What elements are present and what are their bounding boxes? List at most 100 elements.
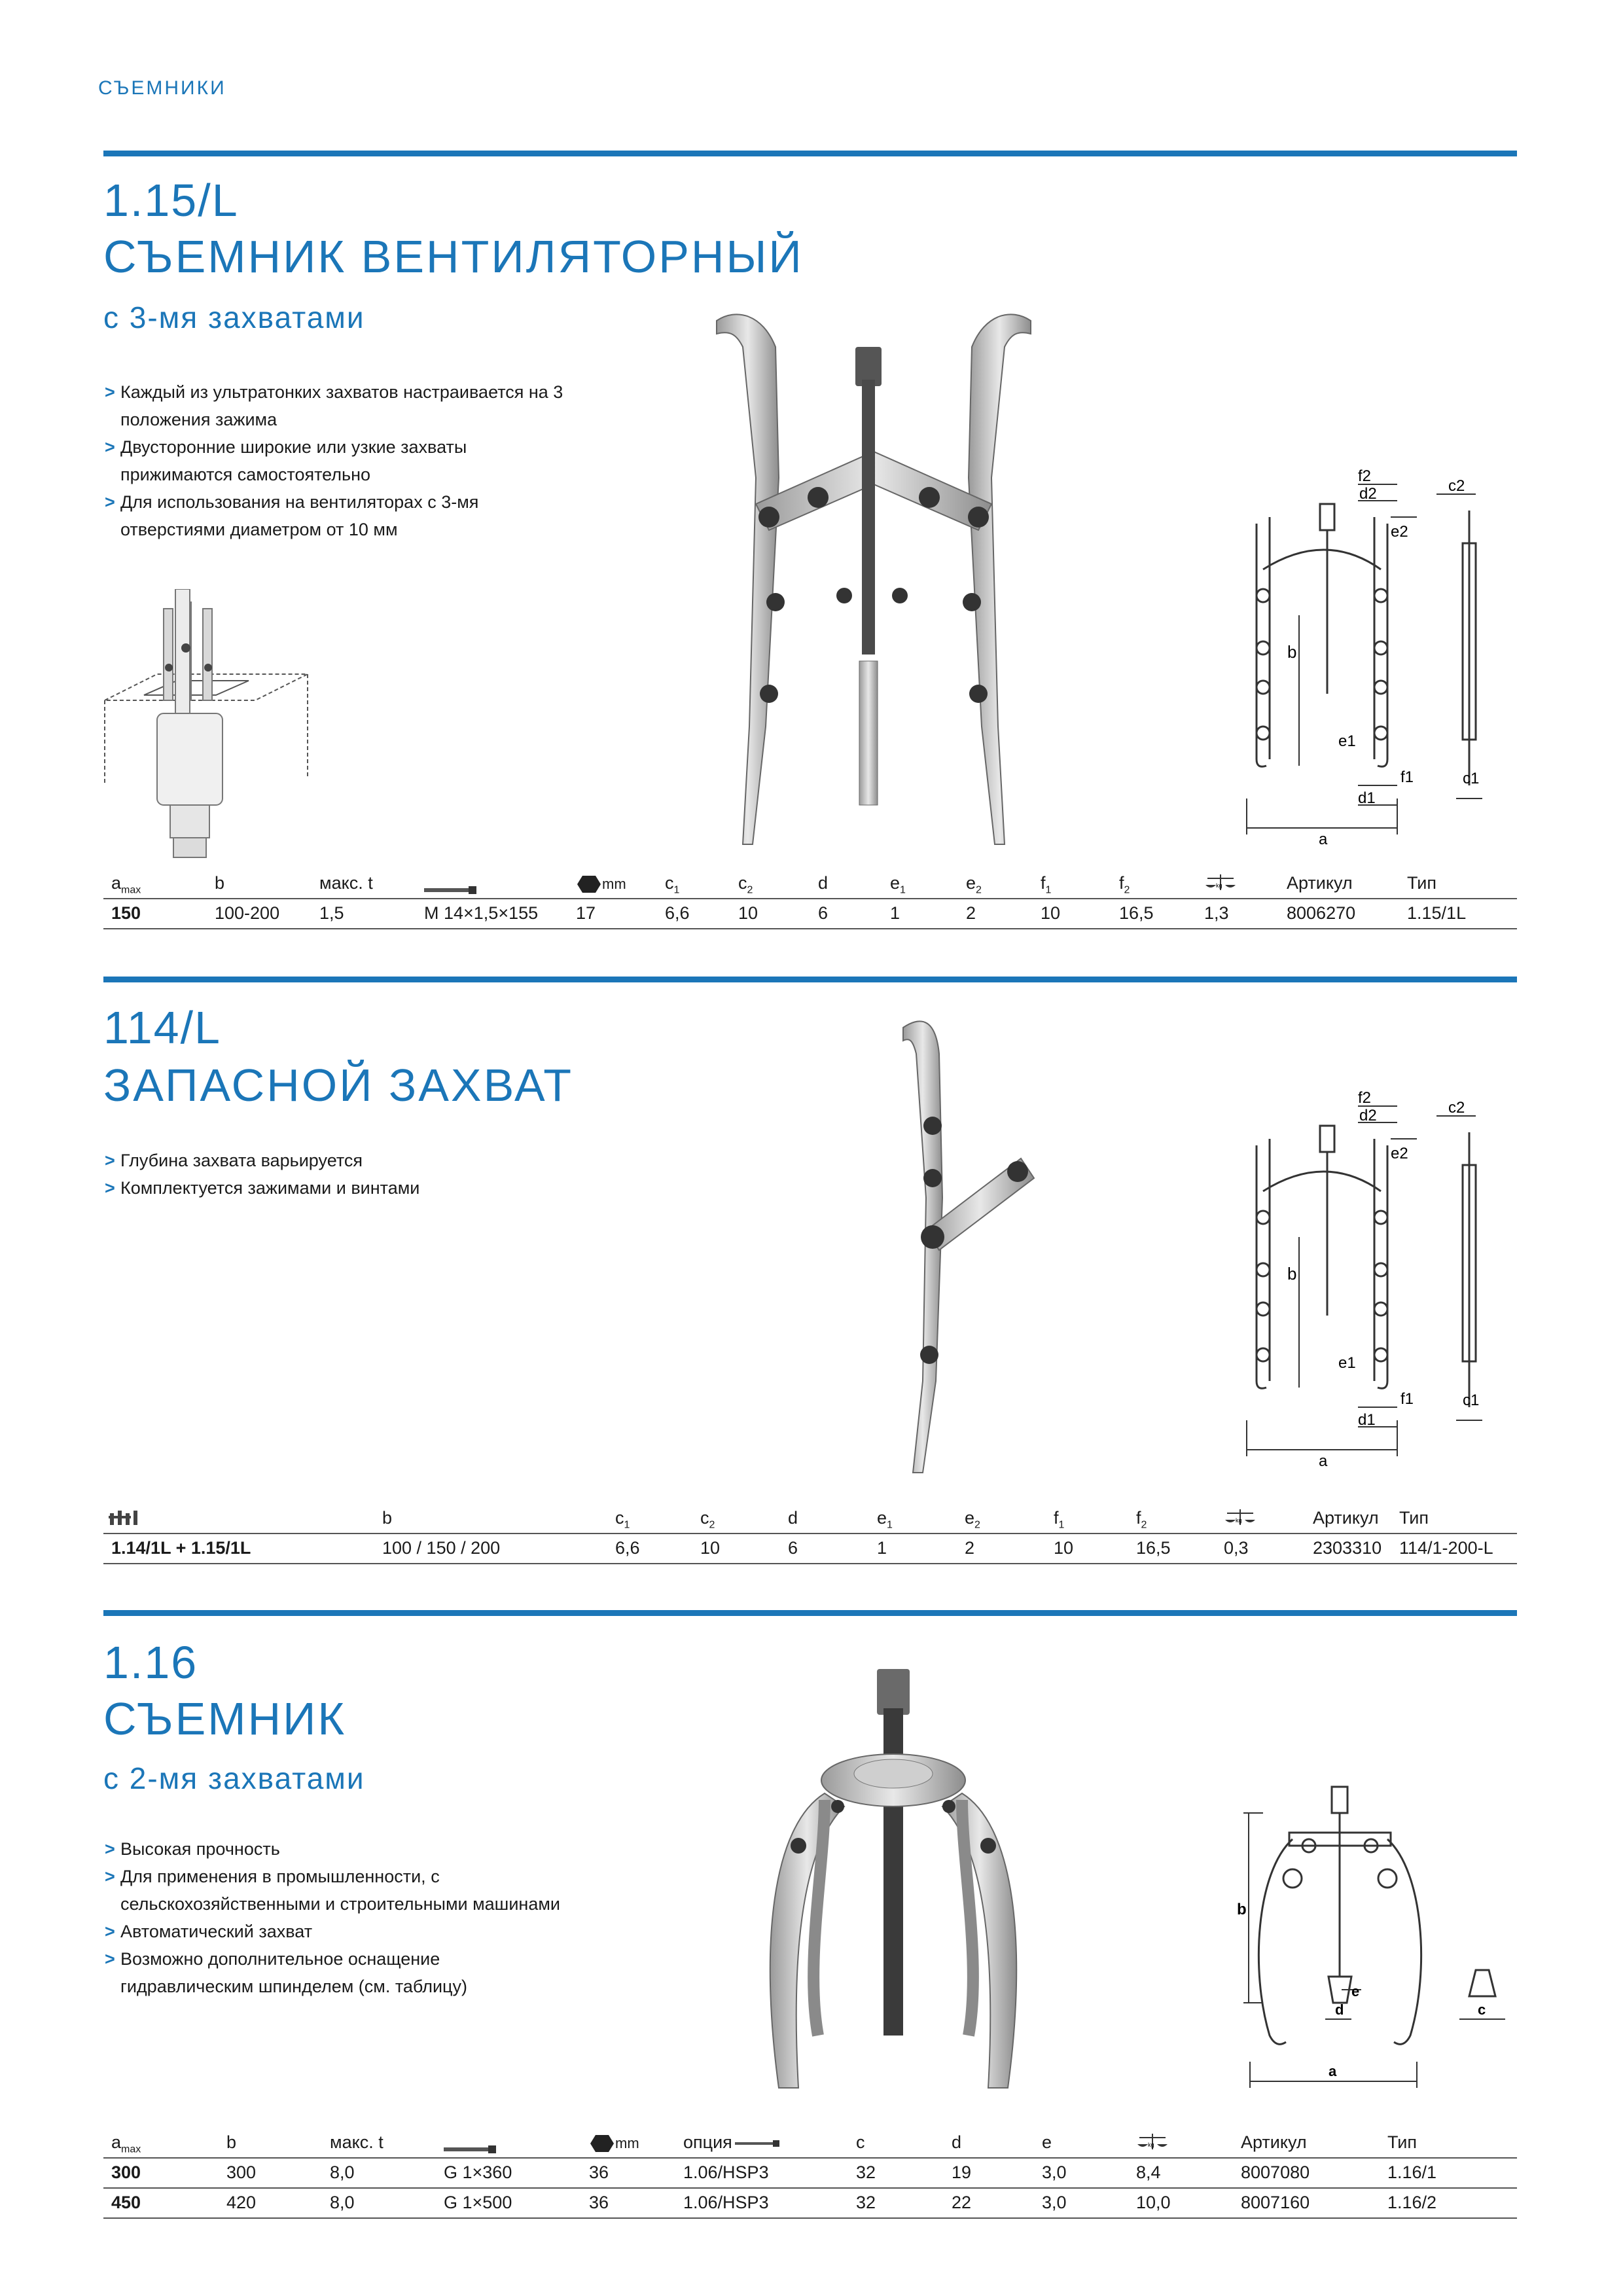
table-row: 1.14/1L + 1.15/1L 100 / 150 / 200 6,6 10…	[103, 1534, 1517, 1564]
dim-d1-label: d1	[1358, 1411, 1376, 1429]
dim-b-label: b	[1237, 1901, 1247, 1918]
table-row: 300 300 8,0 G 1×360 36 1.06/HSP3 32 19 3…	[103, 2159, 1517, 2189]
col-header: f1	[1041, 873, 1052, 896]
section-number: 1.16	[103, 1637, 198, 1688]
col-header: b	[382, 1508, 393, 1528]
dim-d2-label: d2	[1359, 485, 1377, 503]
dim-e-label: e	[1351, 1983, 1359, 2000]
col-header: b	[226, 2132, 237, 2152]
dim-c1-label: c1	[1463, 770, 1479, 787]
feature-list: Глубина захвата варьируется Комплектуетс…	[105, 1147, 576, 1202]
spec-table-3: amax b макс. t mm опция c d e kg Артикул…	[103, 2128, 1517, 2219]
col-header: Артикул	[1287, 873, 1353, 893]
dim-d-label: d	[1335, 2001, 1344, 2018]
dim-c1-label: c1	[1463, 1391, 1479, 1409]
feature-item: Комплектуется зажимами и винтами	[105, 1174, 576, 1202]
col-header: e1	[877, 1508, 893, 1531]
feature-item: Для применения в промышленности, с сельс…	[105, 1863, 576, 1918]
col-header: Тип	[1399, 1508, 1429, 1528]
col-header: опция	[683, 2132, 781, 2153]
feature-item: Возможно дополнительное оснащение гидрав…	[105, 1945, 576, 2000]
dim-e2-label: e2	[1391, 523, 1408, 541]
dim-c-label: c	[1478, 2001, 1486, 2018]
dim-e2-label: e2	[1391, 1145, 1408, 1162]
dim-a-label: a	[1319, 831, 1328, 848]
col-header: c2	[700, 1508, 715, 1531]
col-header: макс. t	[330, 2132, 383, 2152]
table-header-row: b c1 c2 d e1 e2 f1 f2 kg Артикул Тип	[103, 1504, 1517, 1534]
dim-f1-label: f1	[1400, 1390, 1414, 1408]
col-header: f2	[1136, 1508, 1147, 1531]
two-jaw-puller-photo	[769, 1669, 1018, 2089]
dim-b-label: b	[1287, 642, 1296, 662]
col-header: Артикул	[1241, 2132, 1307, 2152]
weight-scale-icon: kg	[1136, 2132, 1169, 2155]
col-header: e2	[965, 1508, 980, 1531]
svg-text:kg: kg	[1236, 1517, 1242, 1524]
section-divider	[103, 977, 1517, 982]
col-header: Артикул	[1313, 1508, 1379, 1528]
col-header: d	[788, 1508, 798, 1528]
feature-list: Каждый из ультратонких захватов настраив…	[105, 378, 576, 543]
table-header-row: amax b макс. t mm опция c d e kg Артикул…	[103, 2128, 1517, 2159]
col-header: макс. t	[319, 873, 373, 893]
col-header: c1	[665, 873, 680, 896]
dim-a-label: a	[1329, 2063, 1337, 2079]
section-subtitle: с 3-мя захватами	[103, 300, 365, 334]
dim-d2-label: d2	[1359, 1107, 1377, 1124]
feature-item: Автоматический захват	[105, 1918, 576, 1945]
col-header: Тип	[1407, 873, 1437, 893]
spare-jaw-photo	[902, 1020, 1035, 1473]
table-header-row: amax b макс. t mm c1 c2 d e1 e2 f1 f2 kg…	[103, 869, 1517, 899]
section-divider	[103, 1610, 1517, 1616]
spindle-icon	[444, 2138, 496, 2158]
svg-text:kg: kg	[1148, 2142, 1154, 2148]
col-header: amax	[111, 2132, 141, 2155]
spec-table-2: b c1 c2 d e1 e2 f1 f2 kg Артикул Тип 1.1…	[103, 1504, 1517, 1564]
dim-a-label: a	[1319, 1452, 1328, 1470]
col-header: b	[215, 873, 225, 893]
col-header: c	[856, 2132, 865, 2152]
dim-f2-label: f2	[1358, 467, 1371, 485]
spindle-icon	[424, 878, 476, 899]
weight-scale-icon: kg	[1224, 1508, 1257, 1531]
section-number: 114/L	[103, 1002, 221, 1053]
feature-item: Двусторонние широкие или узкие захваты п…	[105, 433, 576, 488]
dimension-drawing-2: b f2 d2 e2 c2 e1 f1 d1 c1 a	[1246, 1089, 1482, 1470]
svg-text:kg: kg	[1216, 882, 1222, 889]
dim-c2-label: c2	[1448, 1099, 1465, 1117]
dimension-drawing-1: b f2 d2 e2 c2 e1 f1 d1 c1 a	[1246, 467, 1482, 848]
dimension-drawing-3: b e d c a	[1237, 1785, 1505, 2088]
wrench-size-icon: mm	[576, 873, 626, 894]
feature-item: Высокая прочность	[105, 1835, 576, 1863]
section-title: СЪЕМНИК ВЕНТИЛЯТОРНЫЙ	[103, 231, 804, 282]
table-row: 450 420 8,0 G 1×500 36 1.06/HSP3 32 22 3…	[103, 2189, 1517, 2219]
col-header: e	[1042, 2132, 1052, 2152]
feature-item: Для использования на вентиляторах с 3-мя…	[105, 488, 576, 543]
col-header: d	[952, 2132, 962, 2152]
table-row: 150 100-200 1,5 M 14×1,5×155 17 6,6 10 6…	[103, 899, 1517, 929]
dim-e1-label: e1	[1338, 1354, 1356, 1372]
col-header: c1	[615, 1508, 630, 1531]
dim-c2-label: c2	[1448, 477, 1465, 495]
col-header: e1	[890, 873, 906, 896]
section-number: 1.15/L	[103, 175, 239, 226]
dim-f1-label: f1	[1400, 768, 1414, 786]
feature-item: Глубина захвата варьируется	[105, 1147, 576, 1174]
col-header: e2	[966, 873, 982, 896]
dim-f2-label: f2	[1358, 1089, 1371, 1107]
dim-b-label: b	[1287, 1264, 1296, 1283]
section-title: СЪЕМНИК	[103, 1693, 347, 1744]
section-subtitle: с 2-мя захватами	[103, 1761, 365, 1795]
dim-d1-label: d1	[1358, 789, 1376, 807]
wrench-size-icon: mm	[589, 2132, 639, 2153]
fan-usage-illustration	[104, 589, 308, 858]
col-header: f2	[1119, 873, 1130, 896]
feature-item: Каждый из ультратонких захватов настраив…	[105, 378, 576, 433]
combo-icon	[109, 1509, 139, 1531]
col-header: amax	[111, 873, 141, 896]
col-header: Тип	[1387, 2132, 1418, 2152]
col-header: c2	[738, 873, 753, 896]
col-header: d	[818, 873, 829, 893]
category-header: СЪЕМНИКИ	[98, 77, 226, 99]
